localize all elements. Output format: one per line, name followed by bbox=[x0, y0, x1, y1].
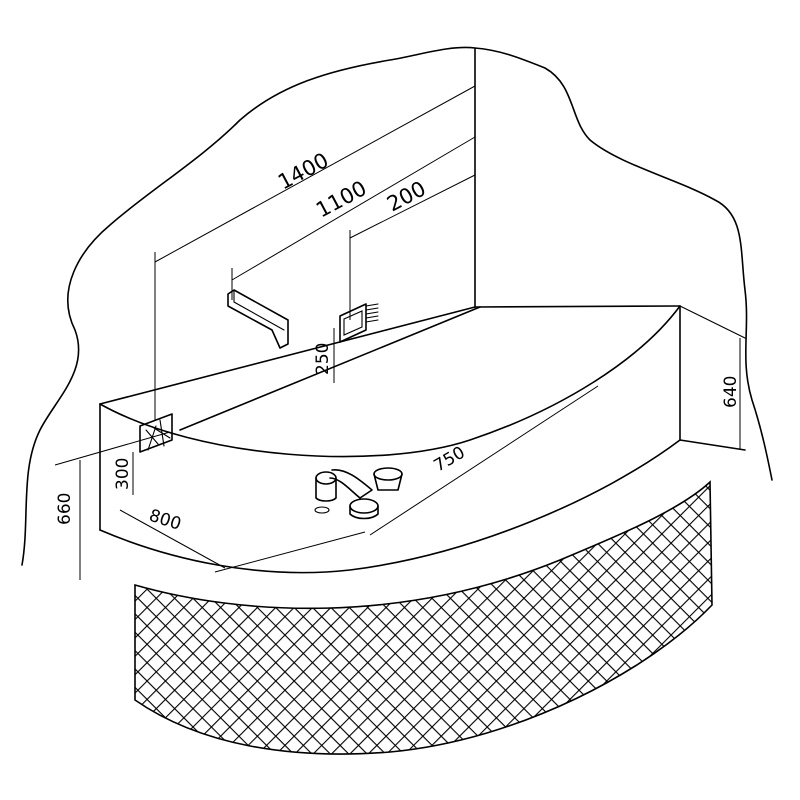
wall-outline bbox=[21, 46, 773, 566]
tub-right-top-edge bbox=[679, 305, 746, 339]
drain-overflow-icon bbox=[314, 467, 403, 520]
dim-1400-line bbox=[154, 85, 476, 263]
tub-apron-top-curve bbox=[99, 439, 681, 574]
dim-750-line bbox=[369, 385, 599, 536]
dim-1100-line bbox=[231, 136, 476, 281]
wall-control-box-icon bbox=[339, 303, 379, 343]
dim-800-line bbox=[119, 509, 226, 569]
dim-200-line bbox=[349, 174, 476, 239]
apron-mesh-panel bbox=[134, 480, 713, 755]
dim-750-text: 750 bbox=[431, 443, 469, 477]
dim-660-ext bbox=[54, 431, 171, 466]
bath-spout-icon bbox=[227, 289, 289, 349]
dim-660-text: 660 bbox=[55, 493, 75, 525]
mixer-valve-icon bbox=[139, 413, 173, 453]
dim-800-text: 800 bbox=[146, 506, 183, 535]
dim-750-ext bbox=[214, 531, 366, 573]
dim-250-text: 250 bbox=[313, 343, 333, 375]
right-wall-base-edge bbox=[474, 305, 681, 308]
dim-640-text: 640 bbox=[721, 376, 741, 408]
tub-inner-line bbox=[179, 306, 481, 431]
tub-inner-rim-curve bbox=[99, 305, 681, 458]
tub-side-lower-edge bbox=[679, 439, 746, 451]
dim-300-text: 300 bbox=[113, 458, 133, 490]
dim-1400-text: 1400 bbox=[274, 148, 332, 194]
left-wall-base-edge bbox=[99, 306, 476, 405]
dim-200-text: 200 bbox=[383, 176, 430, 216]
